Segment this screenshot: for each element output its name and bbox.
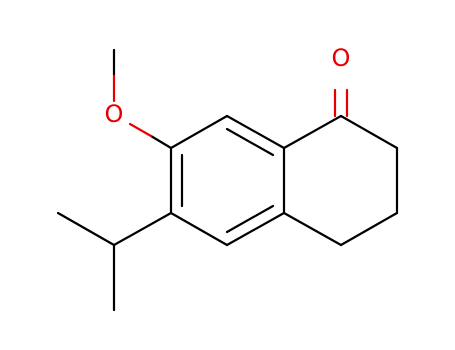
bond-ring-top-right bbox=[225, 114, 286, 150]
bond-ring-bottom-right bbox=[225, 211, 286, 247]
bond-ring-bottom-right-inner bbox=[225, 204, 275, 234]
bond-benzylic-aryl bbox=[282, 211, 343, 247]
bond-ch2-benzylic bbox=[339, 211, 399, 247]
bond-aryl-carbonyl bbox=[282, 114, 343, 150]
bond-ring-top-left bbox=[169, 114, 229, 150]
carbonyl-oxygen-label: O bbox=[332, 44, 351, 72]
bond-isopropyl-methyl-left bbox=[56, 211, 116, 247]
bond-ring-top-right-inner bbox=[225, 127, 275, 157]
bond-aryl-oxygen-black bbox=[149, 134, 173, 150]
methoxy-oxygen-label: O bbox=[105, 100, 124, 128]
bond-ketone-ch2 bbox=[339, 114, 399, 150]
bond-ring-bottom-left bbox=[169, 211, 229, 247]
bond-aryl-oxygen-red bbox=[128, 122, 153, 138]
bond-aryl-isopropyl bbox=[112, 211, 173, 247]
